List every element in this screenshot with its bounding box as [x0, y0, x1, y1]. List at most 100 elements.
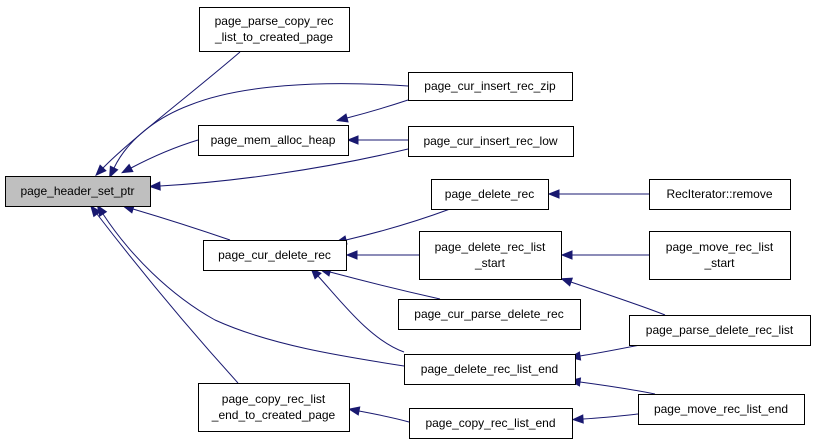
- node-label: page_cur_insert_rec_zip: [424, 79, 556, 93]
- edge-mem_alloc_heap-to-header_set_ptr: [120, 139, 199, 174]
- node-label: page_cur_delete_rec: [218, 248, 331, 262]
- edge-line: [582, 413, 639, 420]
- edge-insert_rec_zip-to-mem_alloc_heap: [336, 99, 409, 123]
- node-label: page_delete_rec_list: [435, 240, 546, 254]
- node-box: [408, 126, 574, 157]
- arrowhead-icon: [95, 164, 107, 177]
- edge-line: [130, 139, 199, 169]
- edge-copy_rec_list_end-to-copy_rec_list_end_created: [347, 406, 410, 423]
- node-label: page_copy_rec_list_end: [425, 416, 555, 430]
- node-label: page_cur_parse_delete_rec: [414, 307, 563, 321]
- arrowhead-icon: [109, 165, 119, 179]
- edge-move_rec_list_end-to-copy_rec_list_end: [571, 413, 639, 424]
- node-label: _end_to_created_page: [211, 408, 336, 422]
- edge-insert_rec_zip-to-header_set_ptr: [109, 83, 409, 179]
- node-copy-rec-list-end-created[interactable]: page_copy_rec_list _end_to_created_page: [198, 383, 350, 432]
- node-box: [199, 7, 350, 52]
- node-box: [649, 179, 791, 210]
- edge-line: [579, 344, 641, 357]
- edge-line: [358, 410, 410, 423]
- arrowhead-icon: [345, 250, 358, 260]
- node-box: [649, 231, 791, 280]
- edge-insert_rec_low-to-mem_alloc_heap: [346, 135, 408, 145]
- node-label: _start: [474, 256, 506, 270]
- node-label: RecIterator::remove: [666, 187, 772, 201]
- node-insert-rec-low[interactable]: page_cur_insert_rec_low: [408, 126, 574, 157]
- edge-delete_rec_list_start-to-cur_delete_rec: [345, 250, 419, 260]
- node-box: [198, 125, 349, 156]
- node-box: [5, 176, 151, 207]
- node-label: page_copy_rec_list: [222, 392, 326, 406]
- edge-delete_rec_list_end-to-header_set_ptr: [96, 204, 405, 367]
- node-box: [629, 315, 811, 346]
- edge-line: [346, 99, 409, 119]
- edge-delete_rec_list_end-to-cur_delete_rec: [310, 267, 405, 353]
- node-insert-rec-zip[interactable]: page_cur_insert_rec_zip: [408, 72, 573, 101]
- edge-line: [102, 213, 405, 367]
- arrowhead-icon: [120, 163, 134, 174]
- node-label: page_parse_copy_rec: [215, 14, 334, 28]
- node-box: [404, 354, 576, 385]
- edge-cur_delete_rec-to-header_set_ptr: [122, 204, 231, 241]
- node-rec-iterator-remove[interactable]: RecIterator::remove: [649, 179, 791, 210]
- node-copy-rec-list-end[interactable]: page_copy_rec_list_end: [409, 408, 573, 439]
- node-parse-copy[interactable]: page_parse_copy_rec _list_to_created_page: [199, 7, 350, 52]
- node-label: page_move_rec_list_end: [654, 402, 788, 416]
- node-label: page_parse_delete_rec_list: [646, 323, 794, 337]
- node-mem-alloc-heap[interactable]: page_mem_alloc_heap: [198, 125, 349, 156]
- node-box: [409, 408, 573, 439]
- node-move-rec-list-start[interactable]: page_move_rec_list _start: [649, 231, 791, 280]
- edge-rec_iterator_remove-to-delete_rec: [547, 189, 649, 199]
- edge-line: [317, 275, 405, 353]
- edge-move_rec_list_start-to-delete_rec_list_start: [560, 250, 649, 260]
- arrowhead-icon: [148, 181, 161, 191]
- edge-line: [96, 213, 239, 384]
- node-move-rec-list-end[interactable]: page_move_rec_list_end: [638, 394, 805, 425]
- arrowhead-icon: [336, 113, 349, 123]
- edge-parse_delete_rec_list-to-delete_rec_list_start: [560, 277, 666, 316]
- arrowhead-icon: [346, 135, 359, 145]
- node-cur-delete-rec[interactable]: page_cur_delete_rec: [203, 240, 347, 271]
- edge-line: [570, 281, 666, 316]
- node-label: page_mem_alloc_heap: [211, 133, 336, 147]
- node-box: [408, 72, 573, 101]
- edge-move_rec_list_end-to-delete_rec_list_end: [568, 377, 656, 395]
- edge-insert_rec_low-to-header_set_ptr: [148, 148, 409, 191]
- edge-parse_copy-to-header_set_ptr: [95, 51, 241, 177]
- node-box: [419, 231, 562, 280]
- node-box: [203, 240, 347, 271]
- node-cur-parse-delete-rec[interactable]: page_cur_parse_delete_rec: [398, 299, 581, 330]
- edge-copy_rec_list_end_created-to-header_set_ptr: [90, 205, 239, 384]
- edge-line: [579, 381, 656, 395]
- edge-line: [113, 83, 409, 169]
- nodes-layer: page_header_set_ptr page_parse_copy_rec _l…: [5, 7, 811, 439]
- node-box: [198, 383, 350, 432]
- node-label: page_delete_rec_list_end: [421, 362, 558, 376]
- node-label: page_move_rec_list: [666, 240, 774, 254]
- arrowhead-icon: [347, 406, 361, 416]
- arrowhead-icon: [547, 189, 560, 199]
- edge-line: [159, 148, 409, 187]
- edge-line: [329, 271, 441, 300]
- arrowhead-icon: [560, 250, 573, 260]
- node-parse-delete-rec-list[interactable]: page_parse_delete_rec_list: [629, 315, 811, 346]
- node-header-set-ptr[interactable]: page_header_set_ptr: [5, 176, 151, 207]
- node-label: page_cur_insert_rec_low: [423, 134, 557, 148]
- arrowhead-icon: [560, 277, 574, 287]
- node-label: _start: [703, 256, 735, 270]
- node-box: [431, 179, 549, 210]
- node-label: _list_to_created_page: [214, 30, 333, 44]
- node-delete-rec-list-end[interactable]: page_delete_rec_list_end: [404, 354, 576, 385]
- edge-line: [345, 208, 451, 241]
- node-box: [398, 299, 581, 330]
- node-delete-rec-list-start[interactable]: page_delete_rec_list _start: [419, 231, 562, 280]
- edge-parse_delete_rec_list-to-delete_rec_list_end: [568, 344, 641, 361]
- arrowhead-icon: [571, 414, 584, 424]
- node-delete-rec[interactable]: page_delete_rec: [431, 179, 549, 210]
- node-box: [638, 394, 805, 425]
- arrowhead-icon: [90, 205, 102, 218]
- node-label: page_header_set_ptr: [20, 184, 134, 198]
- edges-layer: [90, 51, 666, 424]
- edge-line: [102, 51, 241, 169]
